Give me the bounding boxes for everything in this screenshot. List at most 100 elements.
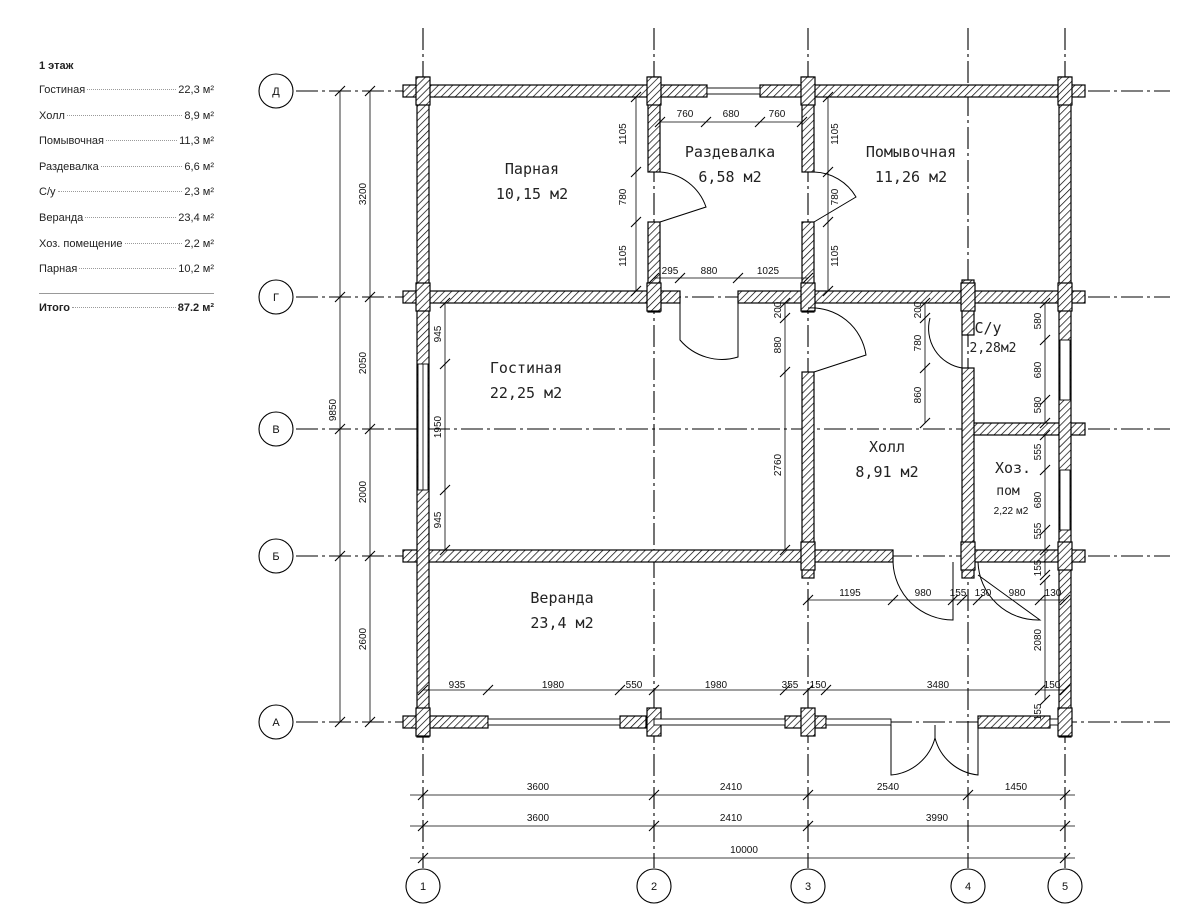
dimension-tick [822,166,834,178]
dimension-label: 355 [782,680,799,691]
dimension-label: 980 [915,588,932,599]
room-area: 6,58 м2 [698,168,761,186]
dimension-tick [648,684,660,696]
room-name: Парная [505,160,559,178]
dimension-tick [417,684,429,696]
dimension-label: 1105 [618,123,629,145]
room-area: 23,4 м2 [530,614,593,632]
axis-col-label: 1 [420,881,426,893]
dimension-label: 780 [618,188,629,205]
dimension-tick [820,684,832,696]
dimension-tick [364,550,376,562]
leader-dots [85,216,177,218]
dimension-tick [802,820,814,832]
wall-segment [402,549,894,563]
dimension-tick [334,291,346,303]
dimension-label: 980 [1009,588,1026,599]
dimension-label: 1450 [1005,782,1028,793]
legend-room-area: 11,3 м² [179,135,214,148]
axis-col-label: 5 [1062,881,1068,893]
legend-room-area: 22,3 м² [178,84,214,96]
door-swing [892,561,954,621]
dimension-label: 2050 [358,351,369,374]
door-swing [890,725,936,776]
dimension-tick [754,116,766,128]
window [487,718,621,726]
axis-bubble-row [258,279,294,315]
dimension-label: 150 [1044,680,1061,691]
wall-segment [1058,76,1072,738]
dimension-label: 760 [769,109,786,120]
leader-dots [87,89,177,90]
dimension-label: 1105 [830,245,841,267]
dimension-label: 1195 [839,588,861,599]
dimension-label: 860 [913,386,924,403]
legend-room-area: 2,2 м² [184,237,214,250]
dimension-tick [630,216,642,228]
dimension-label: 130 [975,588,992,599]
dimension-label: 1105 [618,245,629,267]
dimension-tick [1039,524,1051,536]
dimension-tick [802,594,814,606]
log-end [1057,282,1073,312]
dimension-label: 780 [913,334,924,351]
dimension-label: 2540 [877,782,900,793]
dimension-label: 760 [677,109,694,120]
dimension-tick [1059,684,1071,696]
room-area: 10,15 м2 [496,185,568,203]
dimension-label: 10000 [730,845,758,856]
log-end [800,76,816,106]
dimension-tick [654,116,666,128]
dimension-tick [630,91,642,103]
legend-room-area: 10,2 м² [178,263,214,276]
leader-dots [124,242,183,244]
room-name: Холл [869,438,905,456]
axis-row-label: Д [272,86,280,98]
dimension-tick [947,594,959,606]
legend-room-area: 6,6 м² [184,160,214,173]
dimension-tick [822,91,834,103]
legend-room-name: Гостиная [39,84,86,96]
door-swing [679,303,739,360]
log-end [960,282,976,312]
dimension-tick [956,594,968,606]
log-end [646,282,662,312]
dimension-tick [962,789,974,801]
dimension-tick [732,272,744,284]
log-end [1057,541,1073,571]
dimension-label: 2410 [720,813,743,824]
axis-row-label: В [272,424,279,436]
dimension-label: 580 [1033,396,1044,413]
dimension-label: 680 [1033,491,1044,508]
dimension-tick [364,291,376,303]
dimension-tick [417,852,429,864]
dimension-label: 155 [1033,559,1044,576]
window [706,87,761,95]
dimension-tick [779,312,791,324]
legend-room-area: 2,3 м² [184,186,214,199]
dimension-label: 780 [830,188,841,205]
legend-room-area: 23,4 м² [178,211,214,224]
legend-room-name: Веранда [39,211,84,224]
door-swing [807,307,867,373]
dimension-label: 935 [449,680,466,691]
wall-segment [801,371,815,579]
log-end [800,541,816,571]
dimension-tick [822,216,834,228]
window [1059,469,1071,531]
dimension-tick [648,272,660,284]
room-area: 2,22 м2 [994,506,1029,517]
dimension-tick [334,423,346,435]
dimension-tick [334,716,346,728]
axis-bubble-row [258,73,294,109]
dimension-label: 2080 [1033,628,1044,651]
dimension-label: 2760 [773,453,784,476]
axis-bubble-col [790,868,826,904]
